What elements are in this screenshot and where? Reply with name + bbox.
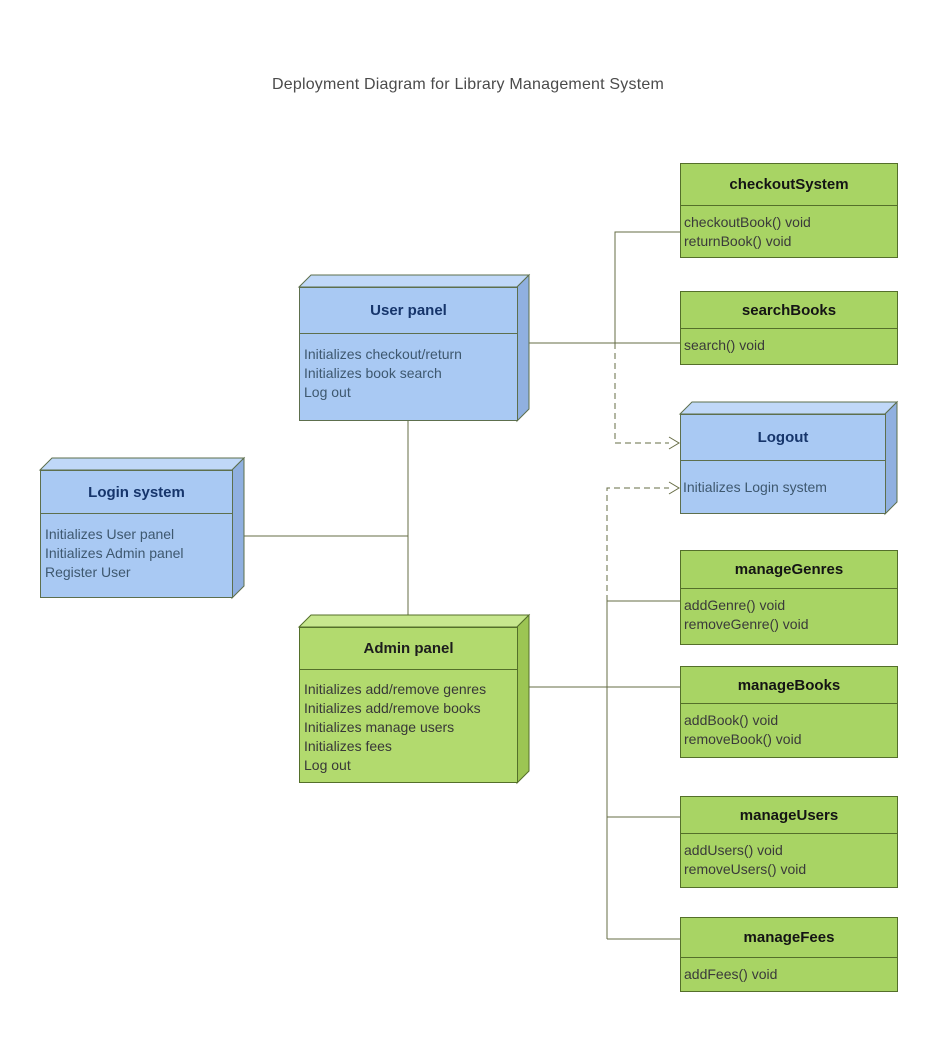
dashed-adminpanel-to-logout [606, 487, 669, 601]
user-panel-3d-side [516, 273, 530, 423]
component-manage-books[interactable]: manageBooks addBook() void removeBook() … [680, 666, 898, 758]
component-manage-users[interactable]: manageUsers addUsers() void removeUsers(… [680, 796, 898, 888]
node-line: Log out [304, 384, 351, 400]
node-body: Initializes User panel Initializes Admin… [41, 514, 232, 597]
node-admin-panel[interactable]: Admin panel Initializes add/remove genre… [299, 627, 518, 783]
component-body: addUsers() void removeUsers() void [681, 834, 897, 887]
diagram-title: Deployment Diagram for Library Managemen… [272, 76, 664, 93]
node-body: Initializes checkout/return Initializes … [300, 334, 517, 420]
node-line: Initializes checkout/return [304, 346, 462, 362]
dashed-connectors [606, 343, 680, 601]
component-body: addGenre() void removeGenre() void [681, 589, 897, 644]
node-line: Initializes manage users [304, 719, 455, 735]
component-body: search() void [681, 329, 897, 364]
component-line: addUsers() void [684, 842, 783, 858]
node-title: User panel [300, 288, 517, 334]
node-line: Initializes User panel [45, 526, 175, 542]
component-checkout-system[interactable]: checkoutSystem checkoutBook() void retur… [680, 163, 898, 258]
component-line: addFees() void [684, 966, 778, 982]
admin-panel-3d-top [297, 614, 531, 628]
node-line: Initializes add/remove genres [304, 681, 487, 697]
component-line: removeBook() void [684, 731, 802, 747]
component-line: addGenre() void [684, 597, 786, 613]
component-line: search() void [684, 337, 765, 353]
component-search-books[interactable]: searchBooks search() void [680, 291, 898, 365]
solid-connectors [236, 231, 680, 940]
node-body: Initializes add/remove genres Initialize… [300, 670, 517, 782]
node-line: Log out [304, 757, 351, 773]
component-line: removeUsers() void [684, 861, 807, 877]
user-panel-3d-top [297, 274, 531, 288]
component-body: checkoutBook() void returnBook() void [681, 206, 897, 257]
component-title: checkoutSystem [681, 164, 897, 206]
component-line: removeGenre() void [684, 616, 809, 632]
component-title: manageGenres [681, 551, 897, 589]
admin-panel-3d-side [516, 613, 530, 785]
component-line: checkoutBook() void [684, 214, 811, 230]
component-manage-genres[interactable]: manageGenres addGenre() void removeGenre… [680, 550, 898, 645]
arrowhead-adminpanel-logout [668, 481, 680, 495]
component-line: addBook() void [684, 712, 779, 728]
node-extrusions [38, 273, 899, 785]
node-line: Initializes book search [304, 365, 442, 381]
component-title: manageFees [681, 918, 897, 958]
component-body: addFees() void [681, 958, 897, 991]
logout-3d-side [884, 400, 898, 516]
node-user-panel[interactable]: User panel Initializes checkout/return I… [299, 287, 518, 421]
login-system-3d-side [231, 456, 245, 600]
component-body: addBook() void removeBook() void [681, 704, 897, 757]
node-line: Initializes fees [304, 738, 392, 754]
node-line: Initializes Login system [683, 478, 827, 495]
node-line: Register User [45, 564, 131, 580]
component-title: manageUsers [681, 797, 897, 834]
component-title: manageBooks [681, 667, 897, 704]
component-title: searchBooks [681, 292, 897, 329]
component-manage-fees[interactable]: manageFees addFees() void [680, 917, 898, 992]
dashed-userpanel-to-logout [614, 343, 669, 444]
node-login-system[interactable]: Login system Initializes User panel Init… [40, 470, 233, 598]
node-line: Initializes add/remove books [304, 700, 481, 716]
node-line: Initializes Admin panel [45, 545, 184, 561]
node-title: Logout [681, 415, 885, 461]
node-title: Admin panel [300, 628, 517, 670]
logout-3d-top [678, 401, 899, 415]
component-line: returnBook() void [684, 233, 792, 249]
node-logout[interactable]: Logout Initializes Login system [680, 414, 886, 514]
arrowhead-userpanel-logout [668, 436, 680, 450]
node-title: Login system [41, 471, 232, 514]
connector-userpanel-to-checkoutsystem [614, 231, 680, 343]
login-system-3d-top [38, 457, 246, 471]
node-body: Initializes Login system [681, 461, 885, 513]
